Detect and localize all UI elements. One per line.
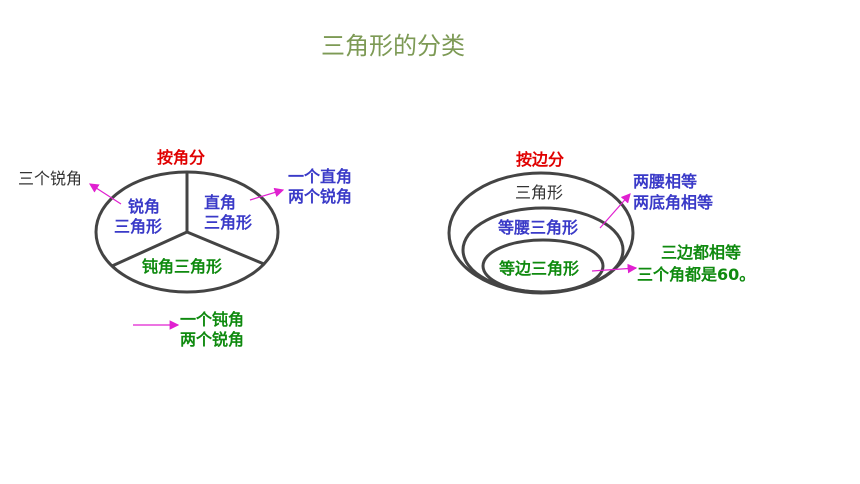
equilateral-note-line2: 三个角都是60。 [637,265,756,284]
angle-heading: 按角分 [157,148,206,167]
acute-note: 三个锐角 [18,169,83,188]
divider-left [111,230,188,268]
acute-arrow [88,183,122,205]
right-sector-line2: 三角形 [204,213,253,232]
isosceles-arrow [599,193,631,229]
obtuse-sector: 钝角三角形 [142,257,223,276]
equilateral-label: 等边三角形 [499,259,580,278]
acute-sector-line2: 三角形 [114,217,163,236]
obtuse-note-line1: 一个钝角 [180,310,245,329]
acute-sector-line1: 锐角 [128,197,161,216]
page-title: 三角形的分类 [321,32,465,60]
divider-right [186,230,265,266]
obtuse-note-line2: 两个锐角 [180,330,245,349]
equilateral-note-line1: 三边都相等 [661,243,742,262]
isosceles-note-line2: 两底角相等 [633,193,714,212]
equilateral-ellipse [481,238,605,294]
triangle-label: 三角形 [515,183,564,202]
isosceles-note-line1: 两腰相等 [633,172,698,191]
isosceles-label: 等腰三角形 [498,218,579,237]
side-heading: 按边分 [516,150,565,169]
equilateral-arrow [591,263,638,274]
right-arrow [249,187,285,201]
right-note-line2: 两个锐角 [288,187,353,206]
right-note-line1: 一个直角 [288,167,353,186]
right-sector-line1: 直角 [204,193,237,212]
